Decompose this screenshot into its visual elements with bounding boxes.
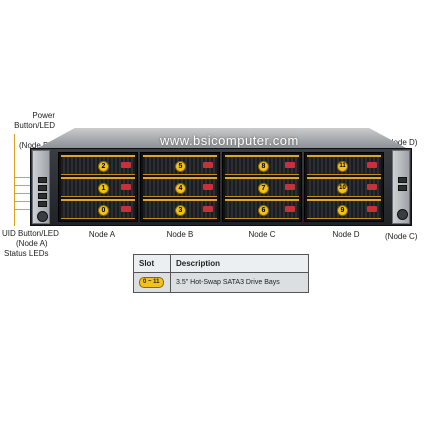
watermark: www.bsicomputer.com xyxy=(160,133,299,148)
drive-latch[interactable] xyxy=(203,206,213,212)
slot-badge: 6 xyxy=(258,205,269,216)
status-led xyxy=(38,177,47,183)
left-rack-ear xyxy=(32,150,50,224)
slot-badge: 3 xyxy=(175,205,186,216)
status-led xyxy=(398,177,407,183)
pointer-line xyxy=(14,134,15,226)
drive-latch[interactable] xyxy=(367,162,377,168)
node-d-right-label: (Node D) xyxy=(385,138,418,147)
right-rack-ear xyxy=(392,150,410,224)
drive-latch[interactable] xyxy=(203,162,213,168)
table-row: 0 ~ 11 3.5" Hot-Swap SATA3 Drive Bays xyxy=(133,272,309,293)
pointer-line xyxy=(14,209,36,210)
power-button[interactable] xyxy=(37,211,48,222)
drive-bank-node-b: 5 4 3 xyxy=(140,152,220,222)
status-led xyxy=(38,193,47,199)
node-c-right-label: (Node C) xyxy=(385,232,418,241)
uid-button-label: UID Button/LED (Node A) Status LEDs xyxy=(2,229,59,258)
node-a-label: Node A xyxy=(88,230,116,239)
drive-latch[interactable] xyxy=(203,184,213,190)
power-button[interactable] xyxy=(397,209,408,220)
drive-latch[interactable] xyxy=(367,206,377,212)
pointer-line xyxy=(14,201,36,202)
slot-badge: 10 xyxy=(337,183,348,194)
slot-badge: 0 xyxy=(98,205,109,216)
table-header-row: Slot Description xyxy=(133,254,309,273)
slot-badge: 8 xyxy=(258,161,269,172)
slot-badge: 2 xyxy=(98,161,109,172)
node-b-left-label: (Node B) xyxy=(19,141,52,150)
node-d-label: Node D xyxy=(332,230,360,239)
drive-bank-node-c: 8 7 6 xyxy=(222,152,302,222)
slot-cell: 0 ~ 11 xyxy=(133,272,171,293)
drive-latch[interactable] xyxy=(367,184,377,190)
drive-latch[interactable] xyxy=(121,184,131,190)
slot-badge: 11 xyxy=(337,161,348,172)
column-header-description: Description xyxy=(170,254,309,273)
power-button-label: Power Button/LED xyxy=(14,111,55,130)
pointer-line xyxy=(14,177,36,178)
drive-latch[interactable] xyxy=(285,184,295,190)
status-led xyxy=(38,201,47,207)
drive-latch[interactable] xyxy=(285,162,295,168)
chassis-top-cover xyxy=(38,128,406,148)
slot-badge: 4 xyxy=(175,183,186,194)
status-led xyxy=(38,185,47,191)
drive-bank-node-a: 2 1 0 xyxy=(58,152,138,222)
slot-range-badge: 0 ~ 11 xyxy=(139,277,164,288)
drive-latch[interactable] xyxy=(121,206,131,212)
slot-badge: 7 xyxy=(258,183,269,194)
drive-latch[interactable] xyxy=(121,162,131,168)
status-led xyxy=(398,185,407,191)
drive-latch[interactable] xyxy=(285,206,295,212)
column-header-slot: Slot xyxy=(133,254,171,273)
pointer-line xyxy=(14,193,36,194)
slot-badge: 1 xyxy=(98,183,109,194)
description-cell: 3.5" Hot-Swap SATA3 Drive Bays xyxy=(170,272,309,293)
node-c-label: Node C xyxy=(248,230,276,239)
slot-legend-table: Slot Description 0 ~ 11 3.5" Hot-Swap SA… xyxy=(133,254,309,293)
drive-bank-node-d: 11 10 9 xyxy=(304,152,384,222)
pointer-line xyxy=(14,185,36,186)
slot-badge: 5 xyxy=(175,161,186,172)
slot-badge: 9 xyxy=(337,205,348,216)
node-b-label: Node B xyxy=(166,230,194,239)
